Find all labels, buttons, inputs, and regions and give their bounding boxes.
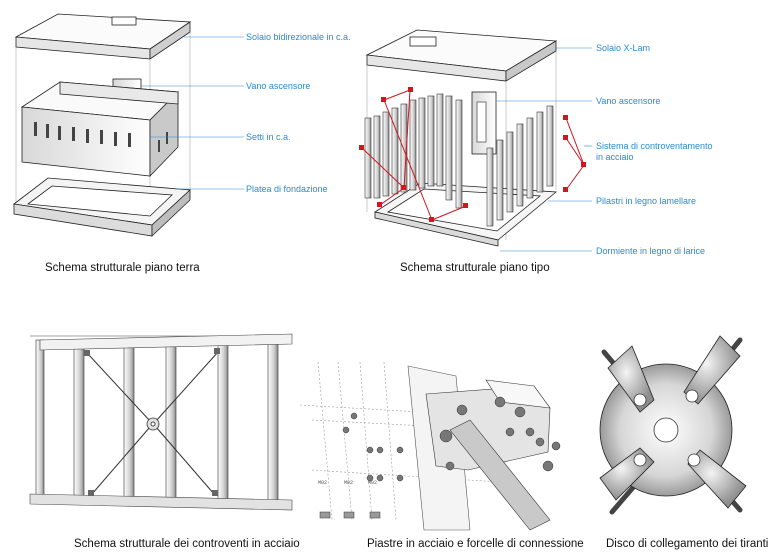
label-typical-sleeper: Dormiente in legno di larice: [596, 246, 706, 256]
typical-leader-lines: [496, 47, 592, 252]
label-typical-bracing-1: Sistema di controventamento: [596, 141, 713, 151]
plates-fork-rod: [449, 419, 551, 531]
caption-disc: Disco di collegamento dei tiranti: [606, 538, 769, 550]
typical-floor-diagram: [359, 29, 592, 252]
label-typical-pillars: Pilastri in legno lamellare: [596, 196, 697, 206]
plates-tag-3: M02: [368, 480, 378, 486]
typical-pillars: [364, 93, 554, 227]
bracing-center-node: [146, 417, 160, 431]
label-ground-slab: Solaio bidirezionale in c.a.: [246, 32, 351, 42]
ground-leader-lines: [141, 36, 244, 190]
label-ground-foundation: Platea di fondazione: [246, 184, 328, 194]
plates-tag-1: M02: [318, 480, 328, 486]
plates-tag-2: M02: [344, 480, 354, 486]
disc-pins: [633, 389, 701, 467]
caption-typical-floor: Schema strutturale piano tipo: [400, 262, 550, 274]
typical-steel-bracing: [361, 89, 585, 221]
connection-plates-diagram: [299, 361, 561, 531]
ground-wall-openings: [34, 122, 168, 152]
label-typical-elevator: Vano ascensore: [596, 96, 661, 106]
bracing-beam-top: [39, 333, 293, 351]
label-typical-bracing-2: in acciaio: [596, 152, 634, 162]
plates-nuts: [319, 511, 381, 519]
plates-bolts: [342, 396, 561, 482]
caption-ground-floor: Schema strutturale piano terra: [45, 262, 200, 274]
bracing-diagonals: [87, 351, 219, 495]
label-ground-walls: Setti in c.a.: [246, 132, 291, 142]
tie-rod-disc-diagram: [599, 335, 747, 515]
caption-plates: Piastre in acciaio e forcelle di conness…: [367, 538, 584, 550]
label-typical-slab: Solaio X-Lam: [596, 43, 651, 53]
caption-bracing: Schema strutturale dei controventi in ac…: [74, 538, 300, 550]
typical-bracing-nodes: [359, 87, 586, 222]
disc-center-hole: [653, 417, 679, 443]
label-ground-elevator: Vano ascensore: [246, 81, 311, 91]
bracing-elevation-diagram: [29, 333, 293, 511]
ground-floor-diagram: [13, 13, 244, 237]
bracing-beam-bottom: [29, 493, 293, 511]
